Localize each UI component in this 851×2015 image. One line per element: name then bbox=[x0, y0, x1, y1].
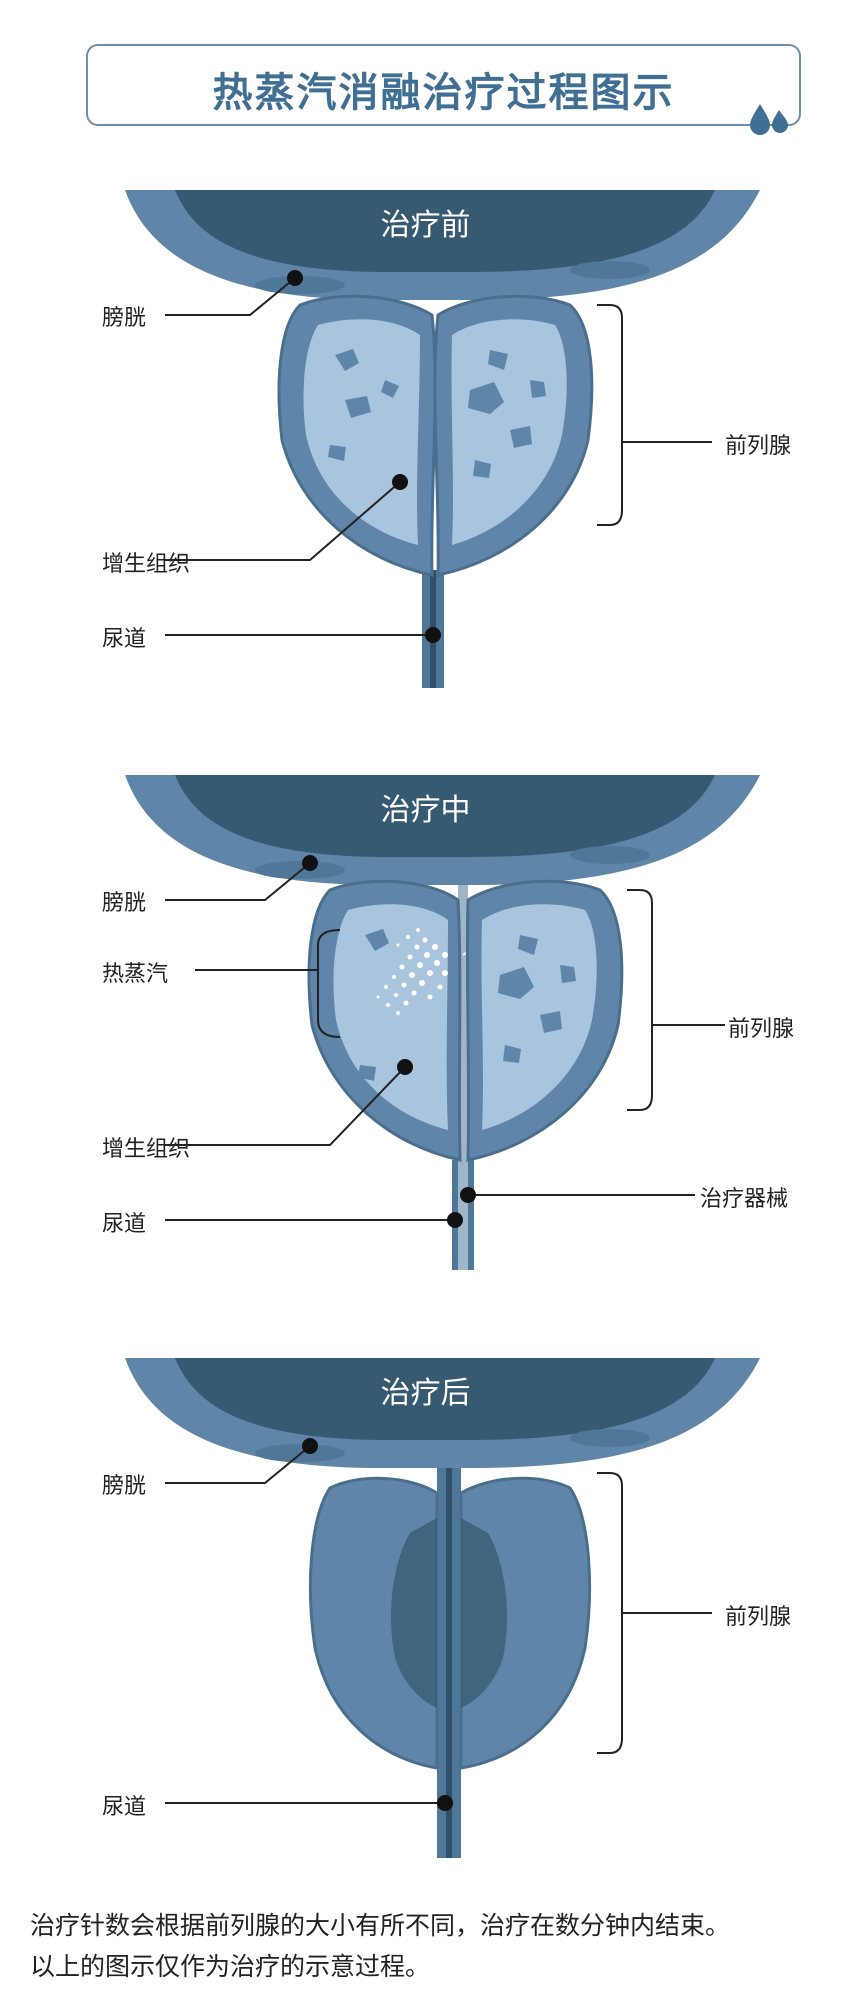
title-box: 热蒸汽消融治疗过程图示 bbox=[86, 44, 801, 126]
label-prostate: 前列腺 bbox=[725, 1605, 792, 1630]
instrument-shape bbox=[458, 885, 468, 1270]
label-bladder: 膀胱 bbox=[102, 891, 147, 916]
footer-line-2: 以上的图示仅作为治疗的示意过程。 bbox=[30, 1952, 431, 1981]
footer-note: 治疗针数会根据前列腺的大小有所不同，治疗在数分钟内结束。 以上的图示仅作为治疗的… bbox=[30, 1905, 845, 1987]
label-prostate: 前列腺 bbox=[725, 434, 792, 459]
steam-dots bbox=[376, 928, 448, 1015]
anatomy-during-diagram bbox=[125, 775, 760, 1270]
anatomy-before-diagram bbox=[125, 190, 760, 688]
stage-title: 治疗中 bbox=[380, 793, 471, 828]
label-urethra: 尿道 bbox=[102, 1212, 147, 1237]
stage-title: 治疗前 bbox=[380, 208, 471, 243]
stage-before: 治疗前 膀胱 前列腺 增生组织 尿道 bbox=[0, 190, 851, 690]
anatomy-after-diagram bbox=[125, 1358, 760, 1858]
label-bladder: 膀胱 bbox=[102, 306, 147, 331]
label-bladder: 膀胱 bbox=[102, 1474, 147, 1499]
label-hyperplasia: 增生组织 bbox=[102, 552, 191, 577]
label-urethra: 尿道 bbox=[102, 627, 147, 652]
label-urethra: 尿道 bbox=[102, 1795, 147, 1820]
stage-after: 治疗后 膀胱 前列腺 尿道 bbox=[0, 1358, 851, 1858]
label-prostate: 前列腺 bbox=[728, 1017, 795, 1042]
water-drops-icon bbox=[750, 104, 788, 135]
label-steam: 热蒸汽 bbox=[102, 962, 169, 987]
label-hyperplasia: 增生组织 bbox=[102, 1137, 191, 1162]
page-title: 热蒸汽消融治疗过程图示 bbox=[212, 70, 675, 116]
stage-during: 治疗中 膀胱 热蒸汽 前列腺 增生组织 治疗器械 尿道 bbox=[0, 775, 851, 1275]
stage-title: 治疗后 bbox=[380, 1376, 471, 1411]
label-instrument: 治疗器械 bbox=[700, 1187, 789, 1212]
footer-line-1: 治疗针数会根据前列腺的大小有所不同，治疗在数分钟内结束。 bbox=[30, 1911, 731, 1940]
